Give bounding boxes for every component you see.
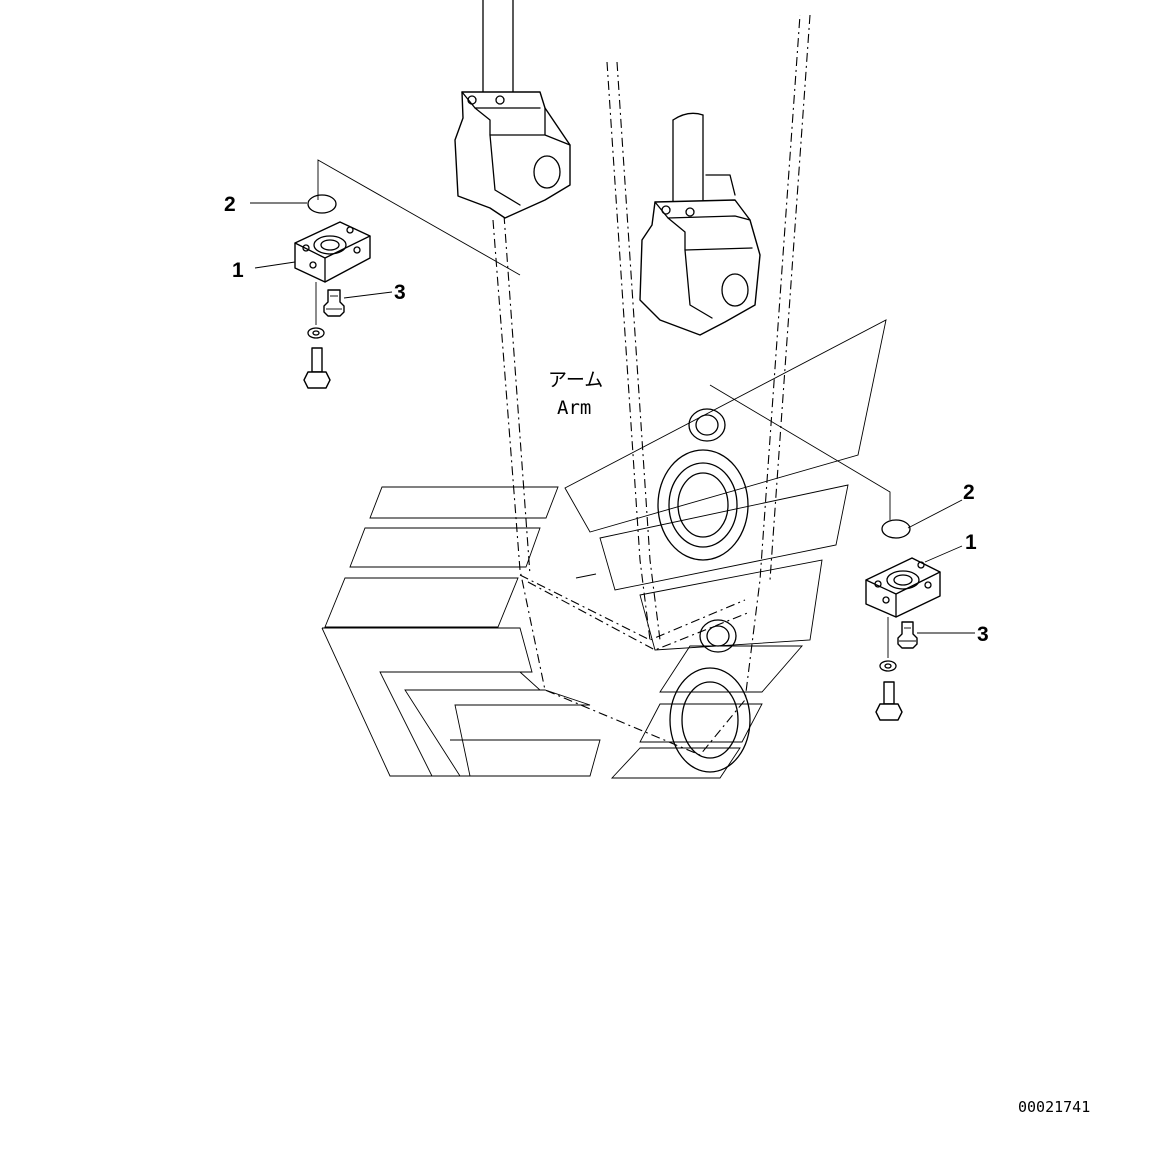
callout-left-oring: 2	[224, 193, 236, 216]
right-parts: 2 1 3	[709, 384, 989, 721]
callout-left-flange: 1	[232, 259, 244, 282]
callout-left-fitting: 3	[394, 281, 406, 304]
background-logo	[321, 319, 887, 779]
arm-label-jp: アーム	[548, 369, 603, 391]
right-oring	[881, 519, 911, 539]
left-oring	[307, 194, 337, 214]
right-flange	[865, 557, 941, 618]
left-valve-block	[454, 0, 571, 219]
left-bolt	[303, 347, 331, 389]
arm-bosses	[657, 408, 751, 773]
left-parts: 2 1 3	[224, 159, 521, 389]
left-flange	[294, 221, 371, 283]
right-bolt	[875, 681, 903, 721]
callout-right-flange: 1	[965, 531, 977, 554]
arm-label-en: Arm	[557, 397, 591, 419]
right-valve-block	[639, 112, 761, 336]
left-fitting	[323, 289, 345, 317]
callout-right-fitting: 3	[977, 623, 989, 646]
callout-right-oring: 2	[963, 481, 975, 504]
drawing-number: 00021741	[1018, 1098, 1090, 1116]
right-fitting	[897, 621, 918, 649]
